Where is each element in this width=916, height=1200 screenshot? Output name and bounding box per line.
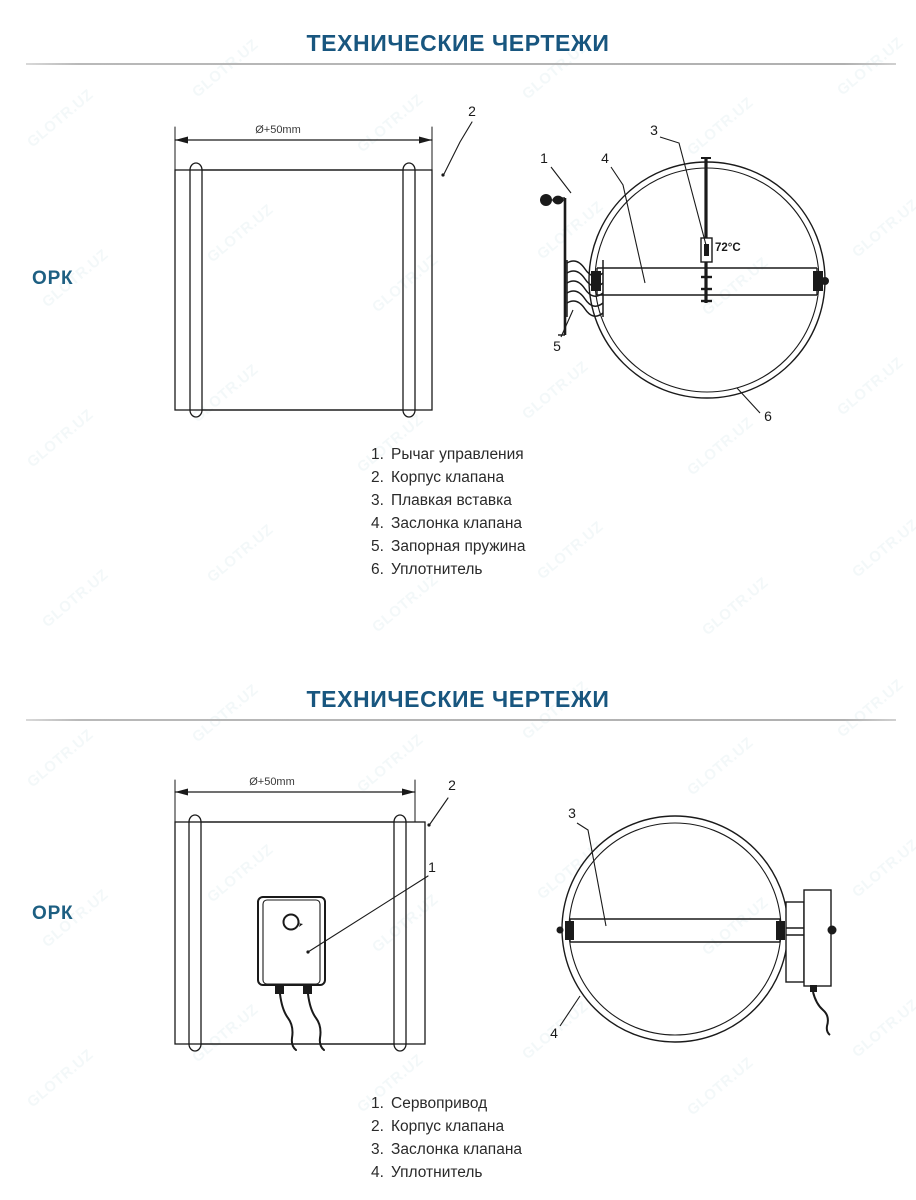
watermark-text: GLOTR.UZ [848, 516, 916, 581]
dim-arrow-right [402, 788, 415, 796]
legend-number: 3. [371, 1141, 384, 1158]
dim-arrow-left [175, 136, 188, 144]
temperature-label: 72°C [715, 242, 741, 254]
legend-label: Корпус клапана [391, 1118, 505, 1135]
watermark-text: GLOTR.UZ [23, 86, 97, 151]
damper-inner-ring [568, 822, 782, 1036]
legend-label: Сервопривод [391, 1095, 488, 1112]
callout-leader-2 [429, 797, 449, 825]
servo-actuator-body [803, 889, 832, 987]
watermark-text: GLOTR.UZ [23, 406, 97, 471]
legend-label: Корпус клапана [391, 469, 505, 486]
section-1-side-view: 72°C 1 3 4 5 6 [525, 105, 865, 440]
legend-item: 4. Уплотнитель [371, 1161, 522, 1184]
callout-number-3: 3 [650, 122, 658, 138]
legend-label: Заслонка клапана [391, 515, 522, 532]
valve-body-outline [174, 169, 433, 411]
legend-number: 5. [371, 538, 384, 555]
legend-item: 3. Плавкая вставка [371, 489, 525, 512]
servo-cable [307, 993, 325, 1051]
legend-number: 6. [371, 561, 384, 578]
legend-number: 2. [371, 469, 384, 486]
callout-number-6: 6 [764, 408, 772, 424]
legend-item: 2. Корпус клапана [371, 1115, 522, 1138]
section-1-model-label: ОРК [32, 268, 74, 289]
front-view-svg: Ø+50mm 1 2 [174, 776, 456, 1052]
watermark-text: GLOTR.UZ [23, 1046, 97, 1111]
section-1-legend: 1. Рычаг управления 2. Корпус клапана 3.… [371, 443, 525, 581]
legend-item: 1. Сервопривод [371, 1092, 522, 1115]
front-view-dimension-label: Ø+50mm [249, 776, 295, 788]
legend-label: Запорная пружина [391, 538, 526, 555]
callout-number-5: 5 [553, 338, 561, 354]
front-view-svg: Ø+50mm 2 [174, 103, 476, 418]
side-view-svg: 3 4 [550, 805, 837, 1043]
watermark-text: GLOTR.UZ [38, 566, 112, 631]
front-view-dimension-label: Ø+50mm [255, 124, 301, 136]
section-1-front-view: Ø+50mm 2 [160, 100, 500, 430]
legend-number: 1. [371, 1095, 384, 1112]
closing-spring [566, 260, 604, 317]
callout-leader-3 [659, 136, 707, 246]
section-1-divider [26, 63, 896, 65]
callout-leader-1 [307, 875, 429, 953]
legend-item: 3. Заслонка клапана [371, 1138, 522, 1161]
callout-number-2: 2 [468, 103, 476, 119]
callout-leader-4 [559, 995, 581, 1027]
legend-label: Рычаг управления [391, 446, 524, 463]
legend-number: 2. [371, 1118, 384, 1135]
callout-leader-1 [550, 166, 572, 194]
legend-label: Уплотнитель [391, 1164, 483, 1181]
section-2-model-label: ОРК [32, 903, 74, 924]
servo-actuator [257, 896, 326, 1051]
dim-arrow-right [419, 136, 432, 144]
servo-cable [279, 993, 297, 1051]
watermark-text: GLOTR.UZ [203, 521, 277, 586]
section-1-title: ТЕХНИЧЕСКИЕ ЧЕРТЕЖИ [306, 30, 610, 56]
section-2-divider [26, 719, 896, 721]
legend-label: Плавкая вставка [391, 492, 512, 509]
side-view-svg: 72°C 1 3 4 5 6 [540, 122, 829, 424]
callout-leader-3 [576, 822, 607, 927]
damper-outer-ring [561, 815, 789, 1043]
legend-item: 4. Заслонка клапана [371, 512, 525, 535]
callout-number-2: 2 [448, 777, 456, 793]
legend-item: 2. Корпус клапана [371, 466, 525, 489]
dim-arrow-left [175, 788, 188, 796]
section-2-legend: 1. Сервопривод 2. Корпус клапана 3. Засл… [371, 1092, 522, 1184]
legend-number: 4. [371, 1164, 384, 1181]
legend-label: Уплотнитель [391, 561, 483, 578]
watermark-text: GLOTR.UZ [698, 574, 772, 639]
rotation-arrow-icon [298, 919, 303, 927]
callout-number-4: 4 [550, 1025, 558, 1041]
legend-number: 1. [371, 446, 384, 463]
legend-number: 4. [371, 515, 384, 532]
legend-item: 5. Запорная пружина [371, 535, 525, 558]
watermark-text: GLOTR.UZ [533, 518, 607, 583]
legend-item: 1. Рычаг управления [371, 443, 525, 466]
callout-leader-5 [560, 309, 574, 338]
callout-leader-2 [443, 121, 473, 175]
callout-number-1: 1 [428, 859, 436, 875]
legend-label: Заслонка клапана [391, 1141, 522, 1158]
callout-number-1: 1 [540, 150, 548, 166]
section-2-title: ТЕХНИЧЕСКИЕ ЧЕРТЕЖИ [306, 686, 610, 712]
watermark-text: GLOTR.UZ [23, 726, 97, 791]
legend-number: 3. [371, 492, 384, 509]
callout-leader-4 [610, 166, 646, 284]
callout-number-4: 4 [601, 150, 609, 166]
callout-number-3: 3 [568, 805, 576, 821]
actuator-mounting-plate [785, 901, 805, 983]
servo-cable [812, 991, 831, 1036]
callout-leader-6 [736, 387, 761, 414]
section-2-front-view: Ø+50mm 1 2 [160, 772, 500, 1062]
section-2-side-view: 3 4 [540, 790, 870, 1065]
control-lever-knob [540, 194, 552, 206]
legend-item: 6. Уплотнитель [371, 558, 525, 581]
